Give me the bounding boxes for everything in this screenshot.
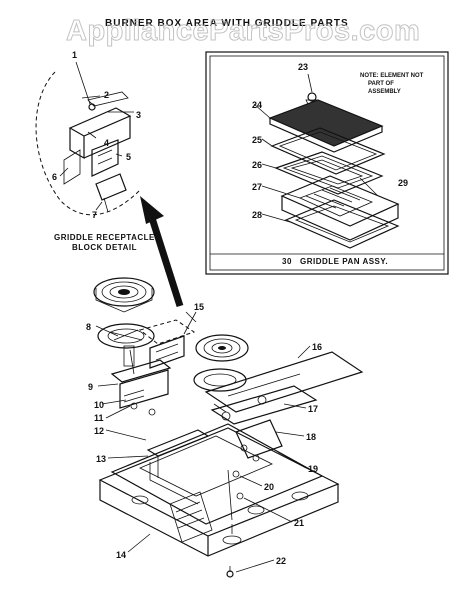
part-label-12: 12 bbox=[94, 426, 104, 436]
part-label-18: 18 bbox=[306, 432, 316, 442]
part-label-2: 2 bbox=[104, 90, 109, 100]
part-label-4: 4 bbox=[104, 138, 109, 148]
griddle-assembly-caption: GRIDDLE PAN ASSY. bbox=[300, 257, 388, 266]
griddle-pan-assembly-box: 30 GRIDDLE PAN ASSY. NOTE: ELEMENT NOT P… bbox=[205, 51, 449, 275]
part-label-8: 8 bbox=[86, 322, 91, 332]
part-label-16: 16 bbox=[312, 342, 322, 352]
watermark-text: AppliancePartsPros.com bbox=[66, 15, 420, 47]
part-label-15: 15 bbox=[194, 302, 204, 312]
griddle-gasket-drawing bbox=[261, 127, 386, 175]
note-line-1: NOTE: ELEMENT NOT bbox=[360, 73, 424, 79]
griddle-assembly-number: 30 bbox=[282, 257, 292, 266]
part-label-24: 24 bbox=[252, 100, 262, 110]
receptacle-caption-line-2: BLOCK DETAIL bbox=[72, 243, 137, 252]
part-label-7: 7 bbox=[92, 210, 97, 220]
part-label-10: 10 bbox=[94, 400, 104, 410]
diagram-title: BURNER BOX AREA WITH GRIDDLE PARTS bbox=[105, 18, 349, 29]
note-line-3: ASSEMBLY bbox=[368, 89, 401, 95]
part-label-21: 21 bbox=[294, 518, 304, 528]
detail-arrow bbox=[140, 196, 184, 308]
burner-box-drawing bbox=[93, 277, 364, 578]
part-label-27: 27 bbox=[252, 182, 262, 192]
part-label-17: 17 bbox=[308, 404, 318, 414]
part-label-5: 5 bbox=[126, 152, 131, 162]
part-labels: 1 2 3 4 5 6 7 8 9 10 11 12 13 14 15 16 1… bbox=[52, 50, 408, 566]
part-label-11: 11 bbox=[94, 413, 104, 423]
leader-lines bbox=[59, 131, 311, 573]
part-label-3: 3 bbox=[136, 110, 141, 120]
part-label-22: 22 bbox=[276, 556, 286, 566]
part-label-14: 14 bbox=[116, 550, 126, 560]
part-label-25: 25 bbox=[252, 135, 262, 145]
note-line-2: PART OF bbox=[368, 81, 394, 87]
griddle-plate-drawing bbox=[253, 99, 384, 153]
part-label-23: 23 bbox=[298, 62, 308, 72]
part-label-28: 28 bbox=[252, 210, 262, 220]
receptacle-caption-line-1: GRIDDLE RECEPTACLE bbox=[54, 233, 155, 242]
part-label-26: 26 bbox=[252, 160, 262, 170]
part-label-6: 6 bbox=[52, 172, 57, 182]
griddle-pan-drawing bbox=[261, 175, 400, 241]
part-label-19: 19 bbox=[308, 464, 318, 474]
part-label-29: 29 bbox=[398, 178, 408, 188]
receptacle-detail-drawing bbox=[35, 61, 141, 216]
part-label-9: 9 bbox=[88, 382, 93, 392]
part-label-13: 13 bbox=[96, 454, 106, 464]
griddle-element-drawing bbox=[261, 151, 384, 195]
part-label-1: 1 bbox=[72, 50, 77, 60]
part-label-20: 20 bbox=[264, 482, 274, 492]
griddle-drip-tray-drawing bbox=[261, 199, 400, 249]
